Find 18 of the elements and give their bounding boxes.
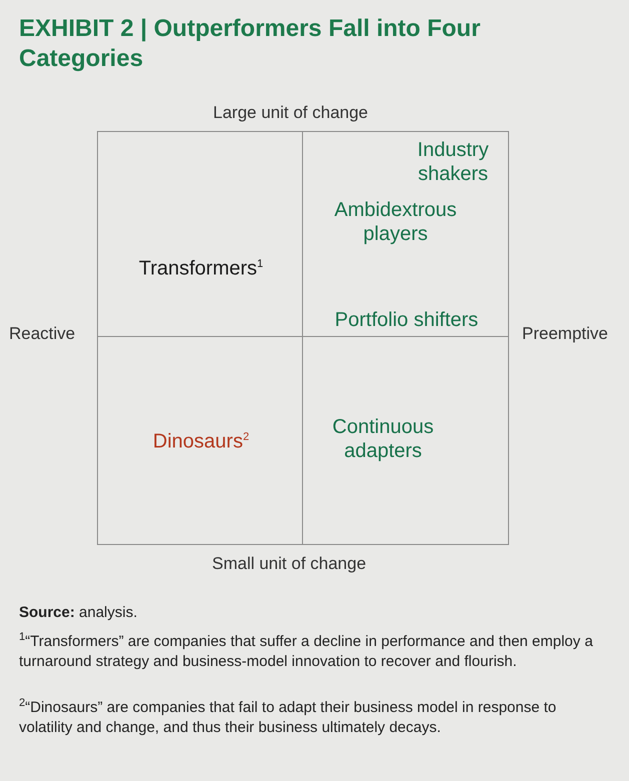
footnote: $^{1}$“Transformers” are companies that suffer a decline in performance and then employ a turnaround strategy and business-model innovation to recover and flourish. [19,630,594,672]
quadrant-label: Ambidextrous players [333,198,458,246]
quadrant-panel [302,131,509,337]
title: EXHIBIT 2 | Outperformers Fall into Four Categories [19,14,482,74]
source-note: Source: analysis. [19,603,138,623]
quadrant-panel [97,336,303,545]
quadrant-label: Dinosaurs$^{2}$ [152,430,250,454]
quadrant-label: Continuous adapters [331,415,435,463]
axis-label: Small unit of change [212,554,366,574]
axis-label: Preemptive [522,324,608,344]
axis-label: Reactive [9,324,76,344]
quadrant-panel [97,131,303,337]
quadrant-panel [302,336,509,545]
footnote: $^{2}$“Dinosaurs” are companies that fail to adapt their business model in response to volatility and change, and thus their business ultimately decays. [19,696,558,738]
axis-label: Large unit of change [213,103,368,123]
quadrant-label: Industry shakers [416,138,490,186]
quadrant-label: Portfolio shifters [334,308,480,332]
quadrant-label: Transformers$^{1}$ [138,256,264,281]
